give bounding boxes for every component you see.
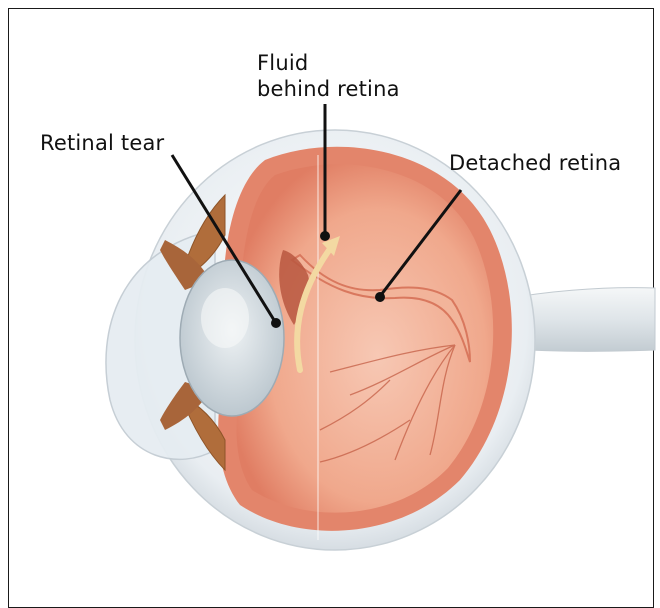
label-fluid-behind-retina: Fluid behind retina: [257, 50, 400, 102]
label-retinal-tear: Retinal tear: [40, 130, 164, 156]
label-detached-retina: Detached retina: [449, 150, 621, 176]
label-fluid-line1: Fluid: [257, 50, 400, 76]
label-fluid-line2: behind retina: [257, 76, 400, 102]
leader-tear-dot: [271, 318, 281, 328]
lens-highlight: [201, 288, 249, 348]
leader-fluid-dot: [320, 231, 330, 241]
leader-detached-dot: [375, 292, 385, 302]
